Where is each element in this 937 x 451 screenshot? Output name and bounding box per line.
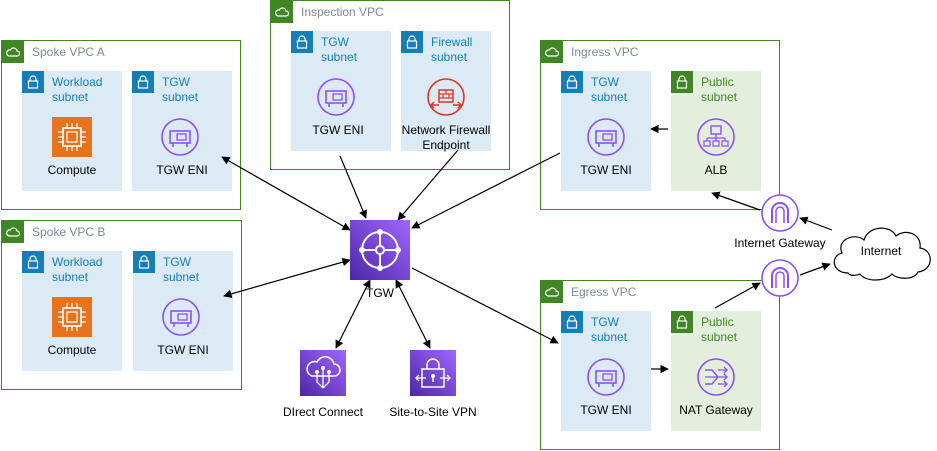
cloud-icon — [271, 1, 293, 23]
lock-icon — [561, 311, 583, 333]
tgw-eni-label: TGW ENI — [156, 163, 208, 177]
arrow-tgw-vpn — [395, 279, 431, 349]
eni-icon — [586, 117, 626, 157]
arrow-firewall-tgw — [397, 149, 459, 221]
site-to-site-vpn-label: Site-to-Site VPN — [389, 405, 477, 419]
eni-icon — [161, 297, 201, 337]
internet-gateway-icon — [760, 193, 800, 233]
lock-icon — [671, 71, 693, 93]
lock-icon — [133, 251, 155, 273]
internet-cloud-icon: Internet — [826, 218, 936, 284]
tgw-eni-label: TGW ENI — [580, 403, 632, 417]
tgw-label: TGW — [366, 286, 394, 300]
cloud-icon — [541, 41, 563, 63]
alb-label: ALB — [704, 163, 728, 177]
internet-label: Internet — [860, 244, 902, 258]
arrow-igw-internet — [799, 262, 831, 276]
compute-icon — [52, 297, 92, 337]
nat-gateway-icon — [696, 357, 736, 397]
arrow-igw-alb — [711, 191, 761, 211]
tgw-eni-label: TGW ENI — [312, 123, 364, 137]
arrow-inspection-eni-tgw — [339, 155, 367, 219]
firewall-endpoint-icon — [426, 77, 466, 117]
eni-icon — [160, 117, 200, 157]
compute-label: Compute — [47, 163, 97, 177]
vpc-title: Ingress VPC — [571, 45, 639, 59]
vpn-icon — [410, 350, 456, 396]
transit-gateway-icon — [350, 220, 410, 280]
internet-gateway-icon — [760, 258, 800, 298]
internet-gateway-label: Internet Gateway — [725, 236, 835, 251]
compute-icon — [52, 117, 92, 157]
eni-icon — [586, 357, 626, 397]
lock-icon — [671, 311, 693, 333]
direct-connect-label: DIrect Connect — [282, 405, 364, 419]
vpc-title: Inspection VPC — [301, 5, 384, 19]
cloud-icon — [2, 221, 24, 243]
lock-icon — [22, 71, 44, 93]
arrow-ingress-eni-tgw — [411, 152, 561, 229]
nat-gateway-label: NAT Gateway — [679, 403, 753, 417]
lock-icon — [561, 71, 583, 93]
cloud-icon — [2, 41, 24, 63]
alb-icon — [696, 117, 736, 157]
arrow-tgw-spoke-b — [223, 258, 351, 298]
eni-icon — [316, 77, 356, 117]
vpc-title: Spoke VPC B — [32, 225, 106, 239]
lock-icon — [22, 251, 44, 273]
arrow-internet-igw — [799, 216, 833, 231]
vpc-title: Egress VPC — [571, 285, 637, 299]
arrow-tgw-spoke-a — [221, 156, 351, 231]
arrow-tgw-egress-eni — [411, 267, 559, 344]
cloud-icon — [541, 281, 563, 303]
lock-icon — [401, 31, 423, 53]
vpc-title: Spoke VPC A — [32, 45, 105, 59]
arrow-tgw-direct-connect — [335, 279, 371, 349]
tgw-eni-label: TGW ENI — [157, 343, 209, 357]
compute-label: Compute — [47, 343, 97, 357]
tgw-eni-label: TGW ENI — [580, 163, 632, 177]
arrow-nat-igw — [714, 282, 761, 309]
lock-icon — [291, 31, 313, 53]
lock-icon — [132, 71, 154, 93]
direct-connect-icon — [300, 350, 346, 396]
